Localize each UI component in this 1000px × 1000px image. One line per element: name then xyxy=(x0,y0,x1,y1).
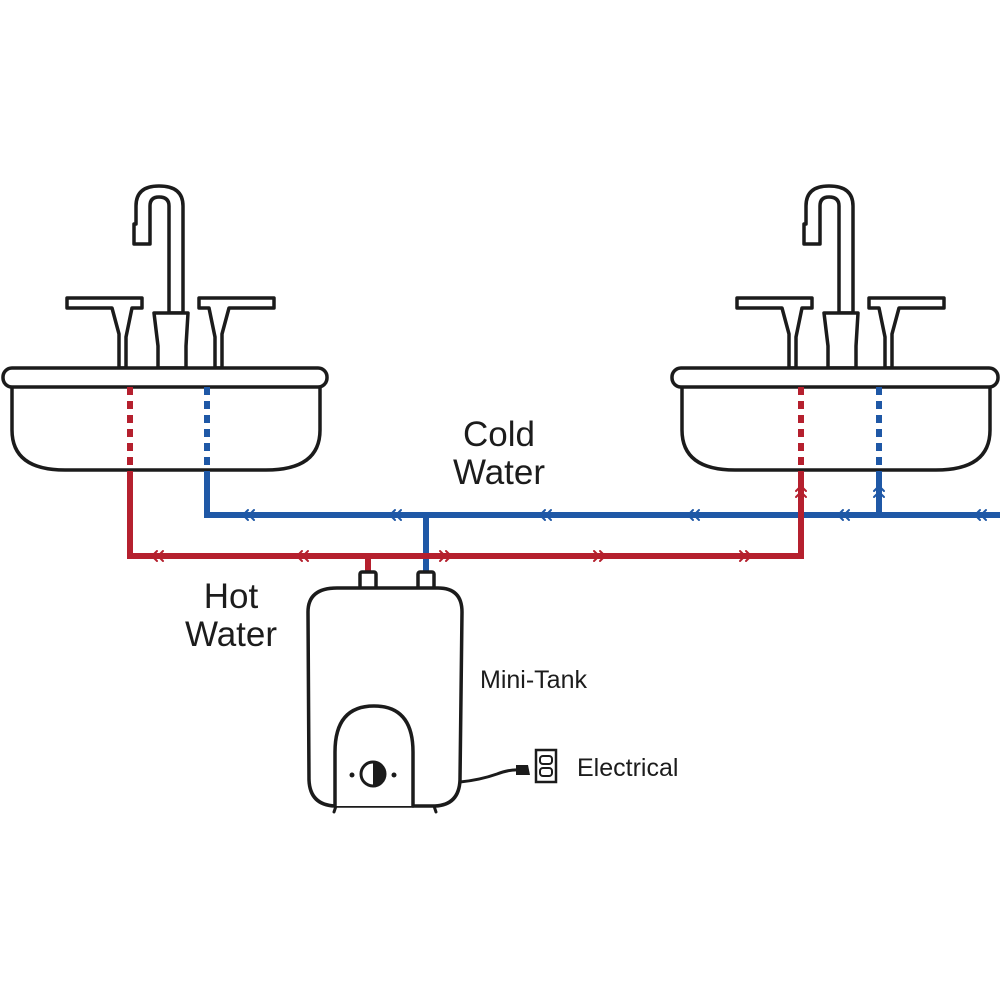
left-sink-basin-icon xyxy=(10,384,322,472)
flow-arrow-icon xyxy=(873,491,885,498)
flow-arrow-icon xyxy=(843,509,850,521)
electrical-outlet-icon xyxy=(534,748,558,784)
right-sink xyxy=(670,184,1000,472)
water-heater-icon xyxy=(306,570,530,814)
flow-arrow-icon xyxy=(302,550,309,562)
right-sink-basin-icon xyxy=(680,384,992,472)
flow-arrow-icon xyxy=(974,509,981,521)
plug-icon xyxy=(516,765,530,775)
flow-arrow-icon xyxy=(873,485,885,492)
flow-arrow-icon xyxy=(242,509,249,521)
tank-control-panel xyxy=(333,704,415,808)
left-faucet-icon xyxy=(65,184,276,370)
flow-arrow-icon xyxy=(980,509,987,521)
flow-arrow-icon xyxy=(545,509,552,521)
flow-arrow-icon xyxy=(795,491,807,498)
flow-arrows xyxy=(151,485,987,562)
cold-water-label-line1: Cold xyxy=(463,415,535,454)
hot-water-label-line2: Water xyxy=(185,615,277,654)
electrical-label: Electrical xyxy=(577,754,678,782)
sink-riser-dashes xyxy=(127,387,882,472)
right-faucet-icon xyxy=(735,184,946,370)
flow-arrow-icon xyxy=(445,550,452,562)
flow-arrow-icon xyxy=(439,550,446,562)
flow-arrow-icon xyxy=(693,509,700,521)
left-sink-rim xyxy=(1,366,329,389)
power-cord xyxy=(458,768,522,784)
right-sink-rim xyxy=(670,366,1000,389)
flow-arrow-icon xyxy=(837,509,844,521)
flow-arrow-icon xyxy=(296,550,303,562)
flow-arrow-icon xyxy=(739,550,746,562)
left-sink xyxy=(1,184,329,472)
flow-arrow-icon xyxy=(157,550,164,562)
flow-arrow-icon xyxy=(687,509,694,521)
flow-arrow-icon xyxy=(395,509,402,521)
flow-arrow-icon xyxy=(539,509,546,521)
flow-arrow-icon xyxy=(248,509,255,521)
flow-arrow-icon xyxy=(745,550,752,562)
flow-arrow-icon xyxy=(593,550,600,562)
mini-tank-label: Mini-Tank xyxy=(480,666,587,694)
hot-water-label-line1: Hot xyxy=(204,577,259,616)
flow-arrow-icon xyxy=(389,509,396,521)
flow-arrow-icon xyxy=(795,485,807,492)
cold-water-pipe xyxy=(204,472,1000,575)
flow-arrow-icon xyxy=(151,550,158,562)
thermostat-knob-icon xyxy=(349,760,397,788)
cold-water-label-line2: Water xyxy=(453,453,545,492)
flow-arrow-icon xyxy=(599,550,606,562)
